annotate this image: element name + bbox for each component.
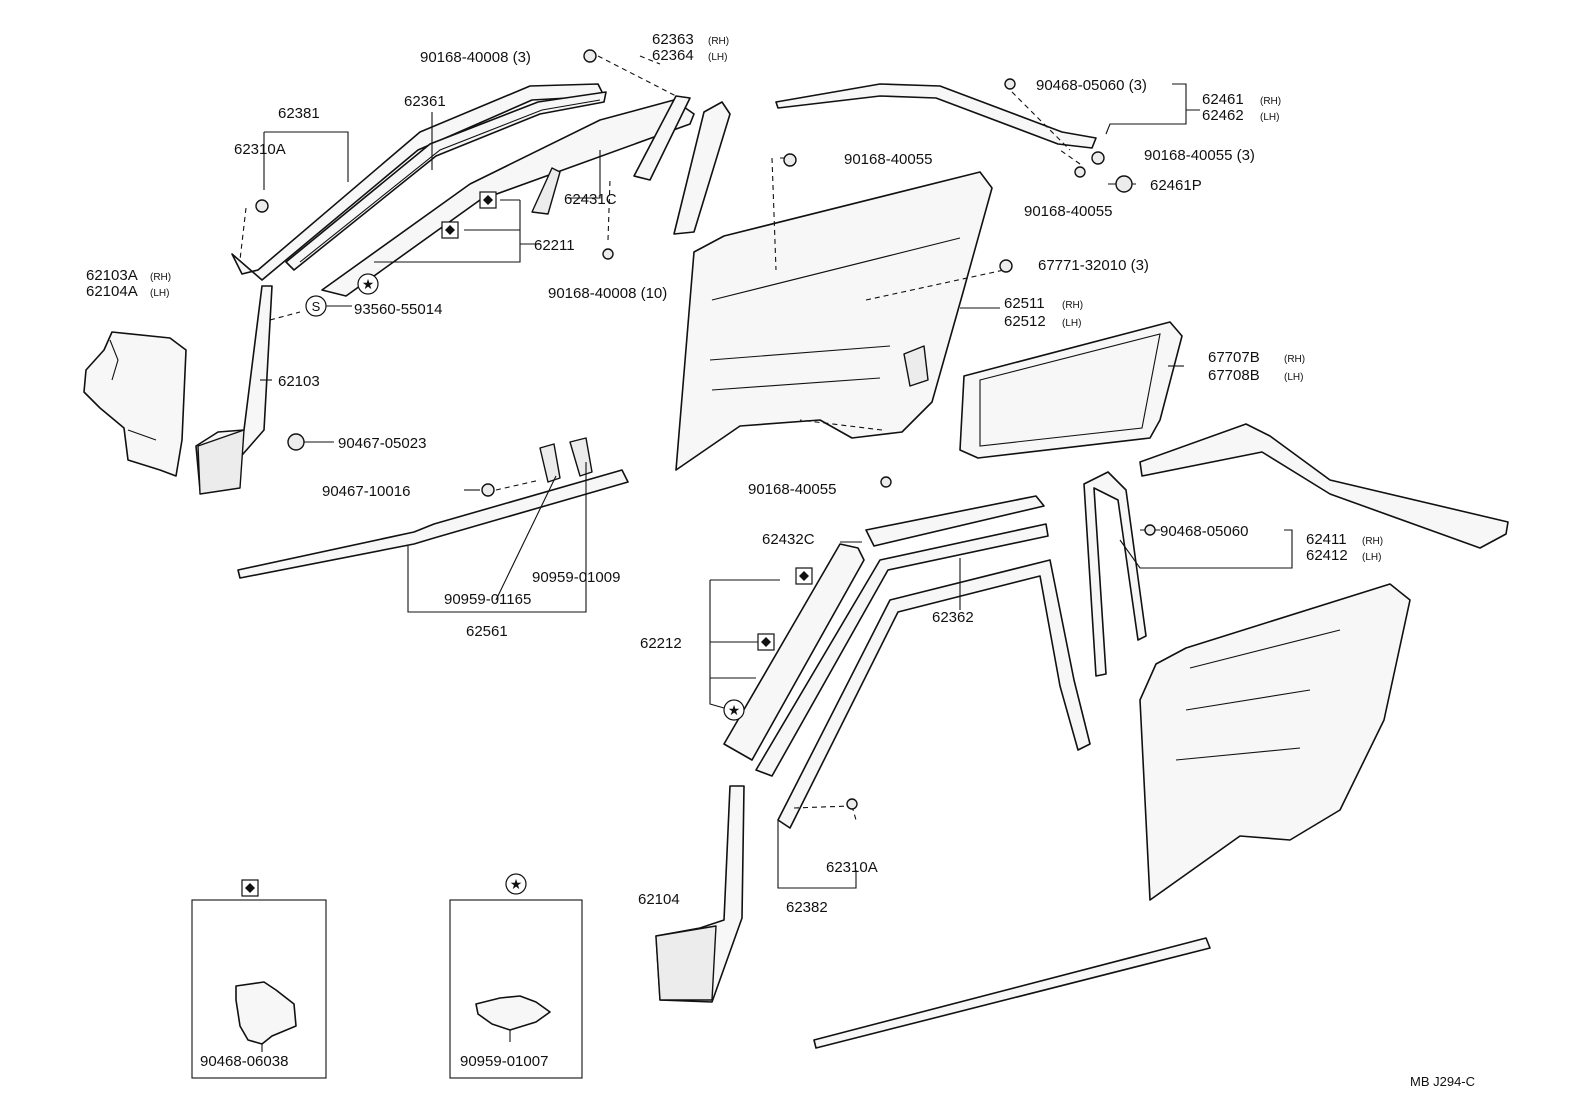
detail-box-star bbox=[449, 899, 583, 1079]
label-62461P: 62461P bbox=[1150, 177, 1202, 194]
part-62511-quarter-panel bbox=[675, 171, 993, 471]
label-62310A-top: 62310A bbox=[234, 141, 286, 158]
label-62462: 62462 bbox=[1202, 107, 1244, 124]
label-62412: 62412 bbox=[1306, 547, 1348, 564]
part-62411-rear-rail bbox=[1139, 423, 1509, 549]
label-90468-06038: 90468-06038 bbox=[200, 1053, 288, 1070]
part-62212-pillar bbox=[723, 543, 865, 761]
label-62211: 62211 bbox=[534, 237, 575, 254]
svg-text:(RH): (RH) bbox=[708, 36, 729, 47]
part-62431C-trim bbox=[321, 99, 695, 297]
part-62561-scuff-plate bbox=[237, 469, 629, 579]
part-67707B-window-frame bbox=[959, 321, 1183, 459]
svg-text:(LH): (LH) bbox=[1284, 372, 1303, 383]
svg-text:(LH): (LH) bbox=[1260, 112, 1279, 123]
part-62362-weatherstrip bbox=[755, 523, 1049, 777]
svg-text:(LH): (LH) bbox=[1062, 318, 1081, 329]
label-90168-40008-10: 90168-40008 (10) bbox=[548, 285, 667, 302]
diamond-symbol-icon bbox=[241, 191, 813, 897]
part-62361-weatherstrip bbox=[285, 91, 607, 271]
label-90468-05060: 90468-05060 bbox=[1160, 523, 1248, 540]
label-90467-10016: 90467-10016 bbox=[322, 483, 410, 500]
clip-icon bbox=[255, 49, 1156, 810]
footer-code: MB J294-C bbox=[1410, 1074, 1475, 1089]
svg-text:(RH): (RH) bbox=[1260, 96, 1281, 107]
label-90168-40055-top: 90168-40055 bbox=[844, 151, 932, 168]
label-62103: 62103 bbox=[278, 373, 320, 390]
label-62361: 62361 bbox=[404, 93, 446, 110]
detail-box-diamond bbox=[191, 899, 327, 1079]
label-62310A-low: 62310A bbox=[826, 859, 878, 876]
label-93560-55014: 93560-55014 bbox=[354, 301, 442, 318]
label-90959-01007: 90959-01007 bbox=[460, 1053, 548, 1070]
svg-text:(LH): (LH) bbox=[150, 288, 169, 299]
part-62432C-strip bbox=[865, 495, 1045, 547]
part-rear-quarter-panel bbox=[1139, 583, 1411, 901]
label-62511: 62511 bbox=[1004, 295, 1045, 312]
label-62104A: 62104A bbox=[86, 283, 138, 300]
label-62212: 62212 bbox=[640, 635, 682, 652]
part-62411-center-pillar bbox=[1083, 471, 1147, 677]
label-62363: 62363 bbox=[652, 31, 694, 48]
label-67771-32010: 67771-32010 (3) bbox=[1038, 257, 1149, 274]
s-symbol-icon: S bbox=[305, 295, 327, 317]
part-62461-roof-rail bbox=[775, 83, 1097, 149]
part-62363-retainer bbox=[633, 95, 691, 181]
part-rocker-molding bbox=[813, 937, 1211, 1049]
label-90467-05023: 90467-05023 bbox=[338, 435, 426, 452]
svg-text:(RH): (RH) bbox=[1284, 354, 1305, 365]
label-62362: 62362 bbox=[932, 609, 974, 626]
svg-text:(RH): (RH) bbox=[1362, 536, 1383, 547]
label-90959-01009: 90959-01009 bbox=[532, 569, 620, 586]
star-symbol-icon: ★ ★ ★ bbox=[357, 273, 745, 895]
label-62432C: 62432C bbox=[762, 531, 815, 548]
part-90468-06038-clip bbox=[235, 981, 297, 1045]
label-62411: 62411 bbox=[1306, 531, 1347, 548]
label-90959-01165: 90959-01165 bbox=[444, 591, 531, 608]
label-90468-05060-3: 90468-05060 (3) bbox=[1036, 77, 1147, 94]
label-62104: 62104 bbox=[638, 891, 680, 908]
svg-text:★: ★ bbox=[362, 276, 375, 292]
svg-text:★: ★ bbox=[510, 876, 523, 892]
label-90168-40008-3: 90168-40008 (3) bbox=[420, 49, 531, 66]
svg-text:(RH): (RH) bbox=[1062, 300, 1083, 311]
label-62103A: 62103A bbox=[86, 267, 138, 284]
label-62512: 62512 bbox=[1004, 313, 1046, 330]
part-62382-rail bbox=[777, 559, 1091, 829]
label-67708B: 67708B bbox=[1208, 367, 1260, 384]
label-62381: 62381 bbox=[278, 105, 320, 122]
svg-text:(LH): (LH) bbox=[1362, 552, 1381, 563]
label-90168-40055-low: 90168-40055 bbox=[748, 481, 836, 498]
label-90168-40055-mid: 90168-40055 bbox=[1024, 203, 1112, 220]
label-62364: 62364 bbox=[652, 47, 694, 64]
label-62461: 62461 bbox=[1202, 91, 1244, 108]
svg-text:★: ★ bbox=[728, 702, 741, 718]
label-62561: 62561 bbox=[466, 623, 508, 640]
part-62103A-panel bbox=[83, 331, 187, 477]
label-62382: 62382 bbox=[786, 899, 828, 916]
label-67707B: 67707B bbox=[1208, 349, 1260, 366]
part-90959-01007-clip bbox=[475, 995, 551, 1031]
svg-text:(LH): (LH) bbox=[708, 52, 727, 63]
label-90168-40055-3: 90168-40055 (3) bbox=[1144, 147, 1255, 164]
svg-text:S: S bbox=[312, 299, 321, 314]
svg-text:(RH): (RH) bbox=[150, 272, 171, 283]
part-62381-rail bbox=[231, 83, 605, 281]
label-62431C: 62431C bbox=[564, 191, 617, 208]
